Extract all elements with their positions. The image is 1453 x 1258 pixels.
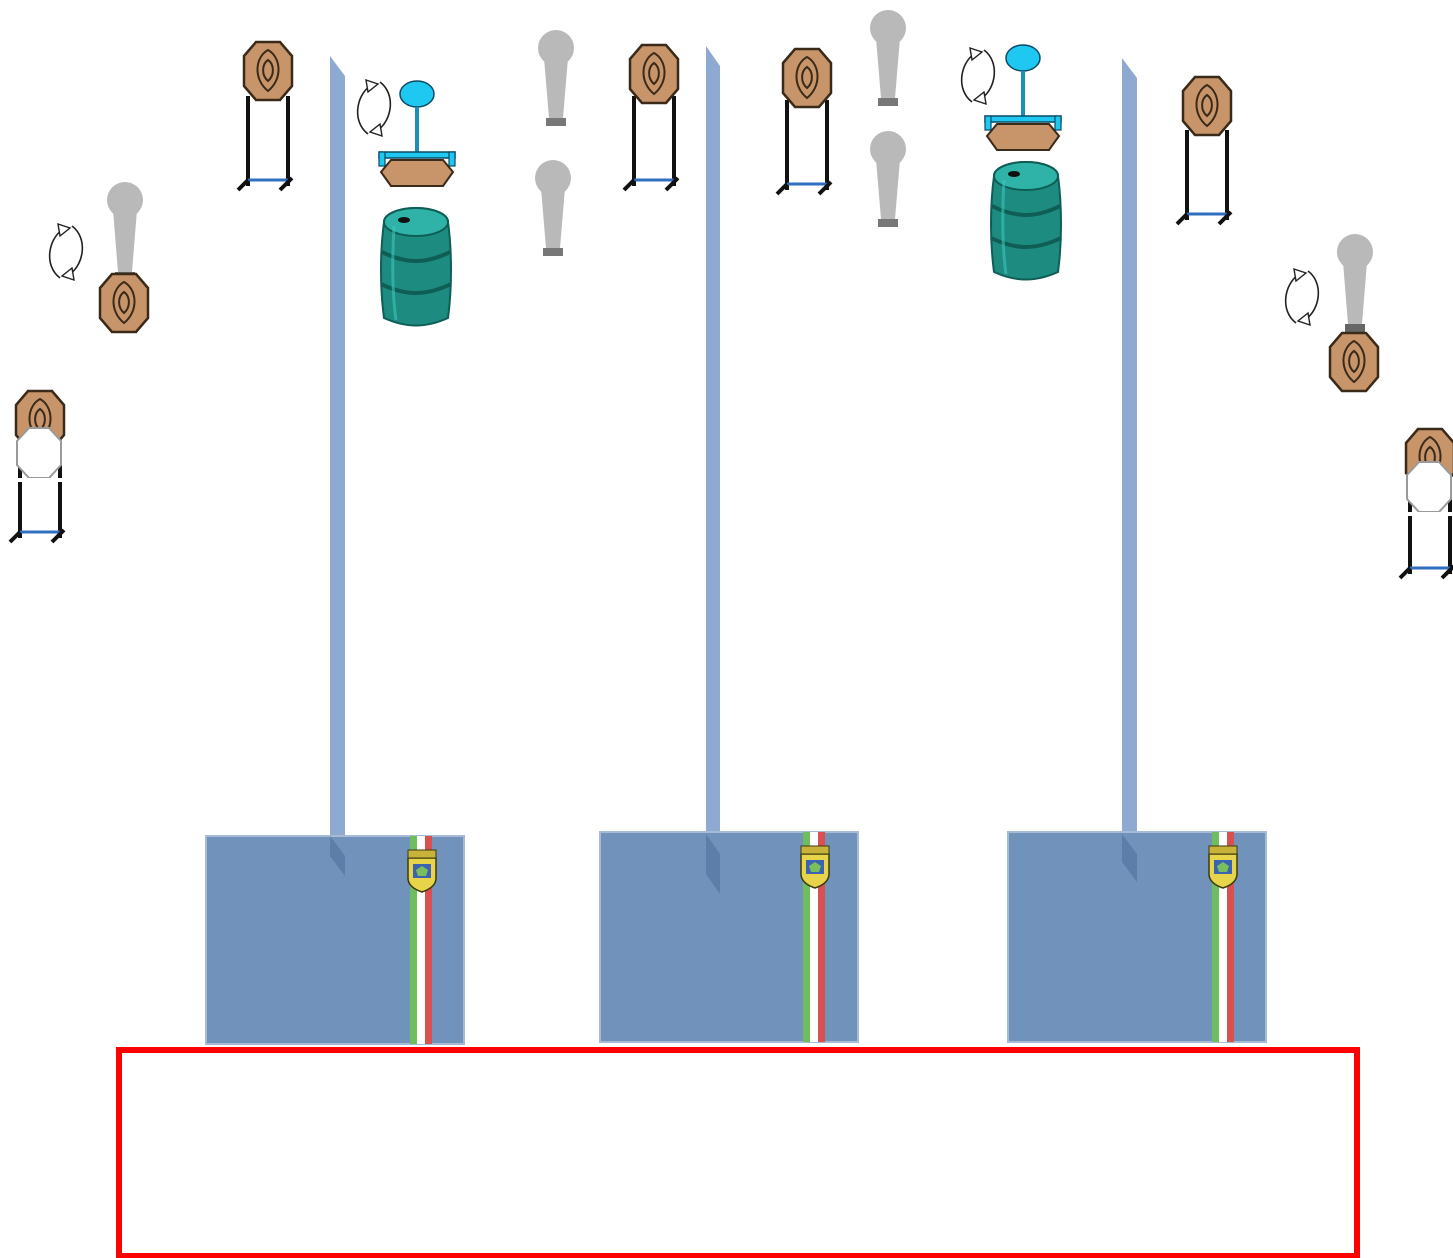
target-noshoot-right [1398,427,1453,580]
rotate-arrow-icon [356,79,392,137]
no-shoot-icon [1406,461,1452,513]
target-stand-4 [1175,75,1233,226]
target-noshoot-left [8,389,66,544]
paper-target-icon [1328,331,1380,393]
crest-icon [800,845,830,889]
swinger-right [960,43,1063,282]
popper-icon [870,10,906,106]
paper-target-icon [242,40,294,102]
barrel-icon [989,160,1063,282]
shooting-area-boundary [116,1047,1360,1258]
crest-icon [407,849,437,893]
paper-target-icon [781,47,833,109]
popper-icon [538,30,574,126]
rotate-arrow-icon [48,223,84,281]
no-shoot-icon [16,427,62,479]
swinging-target-left [48,182,150,334]
wall-right [1122,58,1137,882]
target-stand-1 [236,40,294,192]
paper-target-icon [98,272,150,334]
paper-target-icon [628,43,680,105]
rotate-arrow-icon [1284,268,1320,326]
popper-icon [107,182,143,280]
wall-center [706,46,720,894]
paper-target-icon [1181,75,1233,137]
popper-icon [1337,234,1373,332]
shooting-box-left [205,835,465,1045]
target-stand-3 [775,47,833,196]
wall-left [330,56,345,876]
barrel-icon [379,206,453,328]
swinger-icon [983,43,1063,152]
popper-icon [870,131,906,227]
swinging-target-right [1284,234,1380,393]
shooting-box-center [599,831,859,1043]
crest-icon [1208,845,1238,889]
popper-icon [535,160,571,256]
rotate-arrow-icon [960,47,996,105]
swinger-left [356,79,457,328]
target-stand-2 [622,43,680,192]
